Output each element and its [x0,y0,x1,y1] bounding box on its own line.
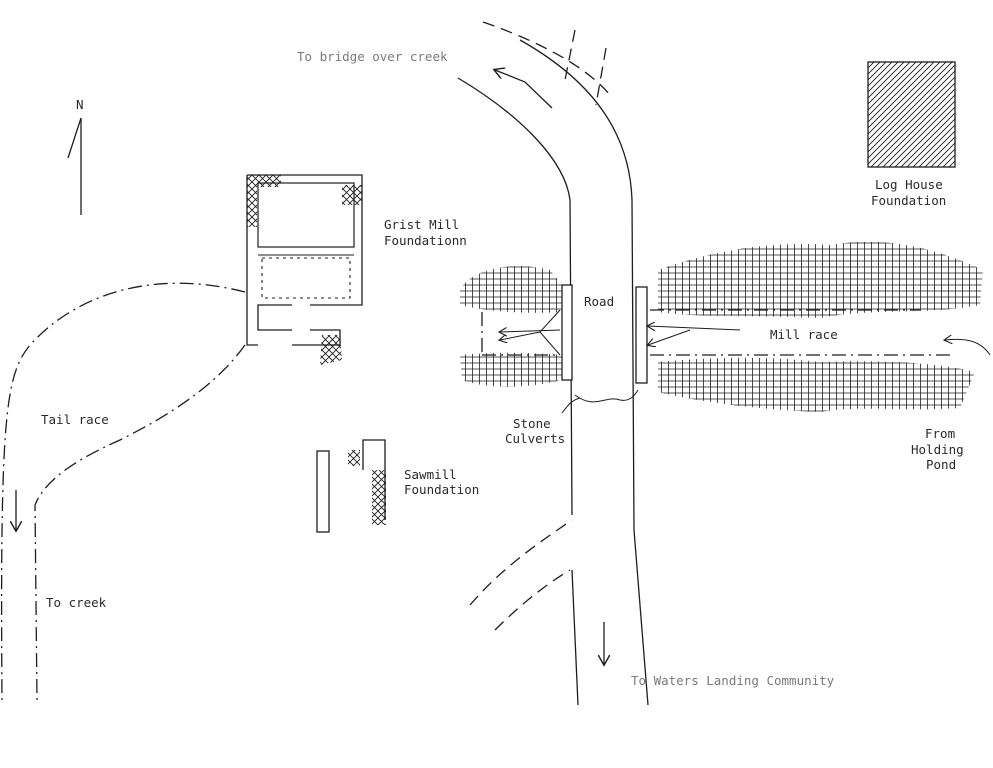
stone-culverts-label-line2: Culverts [505,431,565,446]
north-label: N [76,97,84,112]
grist-mill-label-line2: Foundationn [384,233,467,248]
grist-mill-label-line1: Grist Mill [384,217,459,232]
to-creek-label: To creek [46,595,107,610]
sawmill-label-line1: Sawmill [404,467,457,482]
mill-race-label: Mill race [770,327,838,342]
north-arrow: N [67,97,84,215]
tail-race-label: Tail race [41,412,109,427]
holding-pond-label-line1: From [925,426,955,441]
sawmill-label-line2: Foundation [404,482,479,497]
tail-race [0,282,246,701]
road-label: Road [584,294,614,309]
holding-pond-label-line3: Pond [926,457,956,472]
grist-mill-foundation [246,174,363,365]
flow-arrows [500,309,991,356]
log-house-label-line1: Log House [875,177,943,192]
stone-culverts-label-line1: Stone [513,416,551,431]
holding-pond-label-line2: Holding [911,442,964,457]
road [457,21,649,706]
waters-landing-label: To Waters Landing Community [631,673,835,688]
bridge-label: To bridge over creek [297,49,448,64]
log-house-foundation [867,61,956,168]
sawmill-foundation [316,439,386,533]
mill-race-marsh [460,241,983,412]
stone-culverts [561,284,648,414]
bridge-arrow [495,70,553,109]
log-house-label-line2: Foundation [871,193,946,208]
